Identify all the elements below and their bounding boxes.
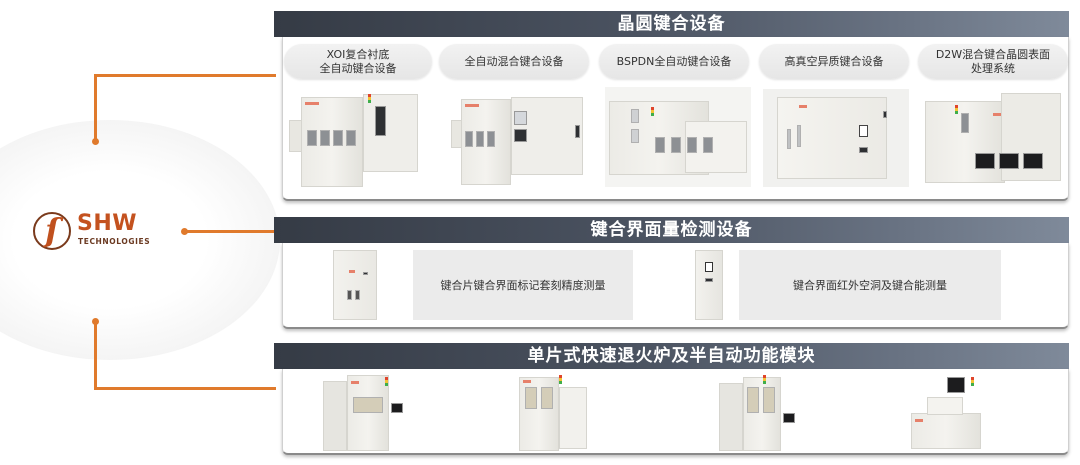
logo-ring-icon: [33, 212, 71, 250]
section-title: 晶圆键合设备: [274, 11, 1069, 37]
connector-top-vertical: [94, 74, 97, 142]
section-rtp-modules: 单片式快速退火炉及半自动功能模块: [274, 343, 1069, 456]
connector-middle-endpoint: [181, 228, 188, 235]
machine-image-overlay-metrology[interactable]: [333, 250, 377, 322]
machine-image-rtp-2[interactable]: [519, 375, 589, 451]
metrology-label: 键合界面红外空洞及键合能测量: [793, 279, 947, 292]
pill-label-line1: D2W混合键合晶圆表面: [935, 47, 1051, 61]
metrology-overlay-accuracy[interactable]: 键合片键合界面标记套刻精度测量: [413, 250, 633, 320]
machine-image-ir-void-metrology[interactable]: [695, 250, 723, 322]
machine-image-rtp-1[interactable]: [323, 375, 413, 451]
pill-label-line1: XOI复合衬底: [326, 47, 390, 61]
section-title: 键合界面量检测设备: [274, 217, 1069, 243]
metrology-label: 键合片键合界面标记套刻精度测量: [440, 279, 606, 292]
shw-logo: ſ SHW TECHNOLOGIES: [33, 211, 163, 252]
category-xoi-bonding[interactable]: XOI复合衬底全自动键合设备: [284, 44, 432, 79]
machine-image-hybrid[interactable]: [451, 95, 586, 191]
section-content: [282, 369, 1069, 455]
machine-image-d2w[interactable]: [921, 93, 1067, 189]
category-hybrid-bonding[interactable]: 全自动混合键合设备: [439, 44, 589, 79]
logo-s-glyph-icon: ſ: [45, 211, 59, 249]
connector-top-horizontal: [94, 74, 276, 77]
connector-bottom-vertical: [94, 321, 97, 389]
pill-label-line2: 全自动键合设备: [319, 61, 397, 75]
connector-bottom-endpoint: [92, 318, 99, 325]
pill-label-line2: 处理系统: [970, 61, 1015, 75]
brand-name: SHW: [77, 211, 138, 236]
connector-middle-horizontal: [183, 230, 276, 233]
category-vacuum-hetero-bonding[interactable]: 高真空异质键合设备: [759, 44, 909, 79]
section-content: 键合片键合界面标记套刻精度测量 键合界面红外空洞及键合能测量: [282, 243, 1069, 329]
machine-image-xoi[interactable]: [289, 92, 424, 192]
brand-subtitle: TECHNOLOGIES: [78, 237, 151, 246]
machine-image-vacuum[interactable]: [767, 93, 905, 185]
category-bspdn-bonding[interactable]: BSPDN全自动键合设备: [599, 44, 749, 79]
machine-image-rtp-3[interactable]: [719, 375, 799, 451]
section-wafer-bonding: 晶圆键合设备 XOI复合衬底全自动键合设备 全自动混合键合设备 BSPDN全自动…: [274, 11, 1069, 201]
pill-label: BSPDN全自动键合设备: [616, 54, 732, 68]
pill-label: 高真空异质键合设备: [784, 54, 884, 68]
pill-label: 全自动混合键合设备: [464, 54, 564, 68]
section-content: XOI复合衬底全自动键合设备 全自动混合键合设备 BSPDN全自动键合设备 高真…: [282, 37, 1069, 201]
connector-bottom-horizontal: [94, 387, 276, 390]
section-title: 单片式快速退火炉及半自动功能模块: [274, 343, 1069, 369]
machine-image-semi-auto-module[interactable]: [907, 375, 987, 451]
connector-top-endpoint: [92, 138, 99, 145]
machine-image-bspdn[interactable]: [605, 91, 751, 185]
section-bonding-metrology: 键合界面量检测设备 键合片键合界面标记套刻精度测量 键合界面红外空洞及键合能测量: [274, 217, 1069, 329]
metrology-ir-void-bond-energy[interactable]: 键合界面红外空洞及键合能测量: [739, 250, 1001, 320]
category-d2w-surface-treatment[interactable]: D2W混合键合晶圆表面处理系统: [918, 44, 1068, 79]
